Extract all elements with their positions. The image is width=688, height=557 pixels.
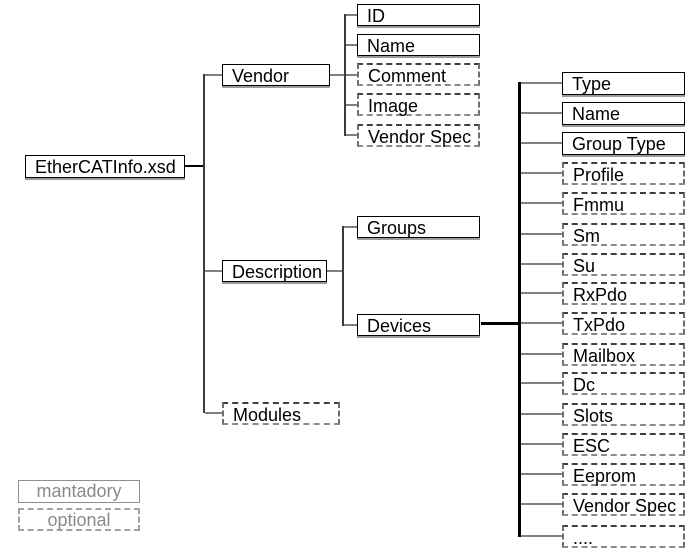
node-vendor: Vendor (222, 64, 330, 86)
connector-branch-devices (344, 324, 357, 326)
node-devices: Devices (357, 314, 480, 336)
connector-branch-rxpdo (521, 292, 562, 294)
connector-branch-sm (521, 233, 562, 235)
node-name: Name (357, 34, 480, 56)
connector-branch-esc (521, 443, 562, 445)
connector-branch-vendor (205, 74, 222, 76)
connector-description-trunk (342, 226, 344, 326)
connector-branch-slots (521, 413, 562, 415)
node-comment: Comment (357, 63, 480, 86)
node-profile: Profile (562, 162, 685, 185)
node-ethercatinfo-xsd: EtherCATInfo.xsd (25, 155, 185, 178)
node-description: Description (222, 260, 327, 282)
connector-branch-more (521, 535, 562, 537)
node-su: Su (562, 253, 685, 276)
node-mailbox: Mailbox (562, 343, 685, 366)
connector-devices-feeder (481, 322, 519, 325)
node-esc: ESC (562, 433, 685, 456)
connector-description-feeder (327, 270, 342, 272)
connector-branch-dev-name (521, 112, 562, 114)
connector-branch-profile (521, 172, 562, 174)
node-eeprom: Eeprom (562, 463, 685, 486)
connector-branch-type (521, 82, 562, 84)
connector-level1-trunk (203, 74, 205, 413)
connector-branch-txpdo (521, 322, 562, 324)
node-group-type: Group Type (562, 132, 685, 155)
connector-branch-comment (346, 74, 357, 76)
connector-branch-image (346, 104, 357, 106)
node-more: .... (562, 525, 685, 548)
connector-branch-vendor-spec (346, 134, 357, 136)
connector-branch-group-type (521, 142, 562, 144)
connector-branch-description (205, 270, 222, 272)
connector-root-feeder (185, 165, 204, 167)
connector-vendor-trunk (344, 14, 346, 136)
connector-branch-su (521, 263, 562, 265)
connector-branch-eeprom (521, 473, 562, 475)
connector-devices-trunk (518, 82, 521, 537)
connector-branch-fmmu (521, 202, 562, 204)
legend-optional: optional (18, 508, 140, 531)
node-dc: Dc (562, 372, 685, 395)
node-modules: Modules (222, 402, 340, 425)
node-txpdo: TxPdo (562, 312, 685, 335)
connector-branch-modules (205, 412, 222, 414)
connector-branch-name (346, 44, 357, 46)
node-id: ID (357, 4, 480, 26)
node-dev-vendor-spec: Vendor Spec (562, 493, 685, 516)
connector-vendor-feeder (330, 74, 344, 76)
connector-branch-groups (344, 226, 357, 228)
node-image: Image (357, 93, 480, 116)
node-type: Type (562, 72, 685, 95)
node-slots: Slots (562, 403, 685, 426)
legend-mandatory: mantadory (18, 480, 140, 503)
connector-branch-dev-vendor-spec (521, 503, 562, 505)
connector-branch-mailbox (521, 353, 562, 355)
node-sm: Sm (562, 223, 685, 246)
node-vendor-spec: Vendor Spec (357, 124, 480, 147)
node-groups: Groups (357, 216, 480, 238)
connector-branch-id (346, 14, 357, 16)
node-rxpdo: RxPdo (562, 282, 685, 305)
node-dev-name: Name (562, 102, 685, 125)
node-fmmu: Fmmu (562, 192, 685, 215)
connector-branch-dc (521, 382, 562, 384)
